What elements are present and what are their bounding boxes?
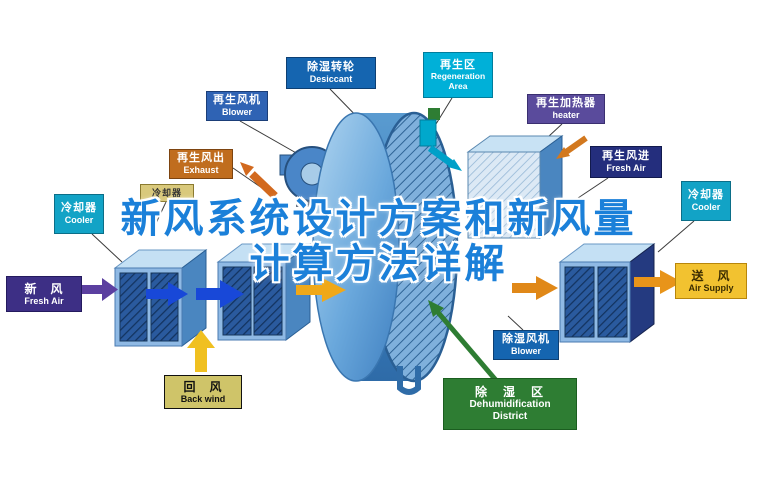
label-regen-fresh-en: Fresh Air (606, 163, 646, 174)
label-cooler-right: 冷却器 Cooler (681, 181, 731, 221)
label-back-wind-en: Back wind (180, 393, 226, 404)
ahu-unit-left (113, 249, 208, 347)
exhaust-arrow (240, 162, 254, 176)
label-fresh-air: 新 风 Fresh Air (6, 276, 82, 312)
label-air-supply-zh: 送 风 (691, 268, 731, 283)
label-regen-area: 再生区 Regeneration Area (423, 52, 493, 98)
wheel-bracket (397, 366, 421, 395)
label-dehum-district-en1: Dehumidification (469, 399, 551, 411)
blue-arrow-2 (196, 280, 244, 308)
label-cooler-small: 冷却器 (140, 184, 194, 202)
label-exhaust: 再生风出 Exhaust (169, 149, 233, 179)
label-cooler-right-zh: 冷却器 (688, 189, 724, 202)
fresh-air-arrow (76, 278, 118, 301)
page-title: 新风系统设计方案和新风量 计算方法详解 (0, 197, 757, 287)
label-regen-fresh-zh: 再生风进 (602, 150, 650, 163)
label-desiccant-zh: 除湿转轮 (307, 61, 355, 74)
page-title-line2: 计算方法详解 (249, 241, 508, 286)
label-cooler-left: 冷却器 Cooler (54, 194, 104, 234)
label-regen-heater-en: heater (552, 110, 580, 121)
yellow-arrow-mid (296, 278, 346, 302)
label-regen-blower: 再生风机 Blower (206, 91, 268, 121)
label-cooler-left-zh: 冷却器 (61, 202, 97, 215)
label-dehum-blower-en: Blower (510, 346, 541, 357)
regen-unit (466, 135, 564, 239)
label-air-supply-en: Air Supply (688, 282, 734, 293)
label-cooler-right-en: Cooler (691, 202, 721, 213)
label-dehum-blower: 除湿风机 Blower (493, 330, 559, 360)
orange-arrow-1 (512, 276, 558, 300)
label-exhaust-zh: 再生风出 (177, 152, 225, 165)
orange-arrow-supply (634, 270, 682, 294)
label-regen-area-zh: 再生区 (440, 58, 476, 71)
label-back-wind: 回 风 Back wind (164, 375, 242, 409)
label-regen-heater: 再生加热器 heater (527, 94, 605, 124)
label-dehum-district: 除 湿 区 Dehumidification District (443, 378, 577, 430)
label-back-wind-zh: 回 风 (183, 379, 223, 394)
wheel-green-tab (428, 108, 440, 120)
label-fresh-air-zh: 新 风 (24, 281, 64, 296)
dehum-zone-arrow (428, 300, 444, 317)
duct-block (419, 119, 437, 147)
label-regen-blower-zh: 再生风机 (213, 94, 261, 107)
label-desiccant-en: Desiccant (309, 74, 353, 85)
label-dehum-blower-zh: 除湿风机 (502, 333, 550, 346)
heater-arrow (556, 147, 570, 159)
flow-arrows (76, 135, 682, 394)
page-title-line1: 新风系统设计方案和新风量 (120, 197, 637, 241)
ahu-unit-right (558, 243, 656, 343)
label-dehum-district-zh: 除 湿 区 (474, 385, 545, 400)
label-regen-fresh-air: 再生风进 Fresh Air (590, 146, 662, 178)
label-desiccant: 除湿转轮 Desiccant (286, 57, 376, 89)
label-regen-heater-zh: 再生加热器 (536, 97, 596, 110)
label-dehum-district-en2: District (492, 411, 528, 423)
cyan-arrow (448, 159, 462, 171)
label-fresh-air-en: Fresh Air (24, 295, 64, 306)
label-cooler-small-zh: 冷却器 (151, 187, 182, 198)
blue-arrow-1 (146, 282, 188, 306)
label-exhaust-en: Exhaust (183, 165, 219, 176)
label-cooler-left-en: Cooler (64, 215, 94, 226)
label-regen-blower-en: Blower (221, 107, 252, 118)
label-regen-area-en: Regeneration Area (430, 71, 486, 92)
label-air-supply: 送 风 Air Supply (675, 263, 747, 299)
return-air-arrow (187, 330, 215, 372)
leader-lines (91, 88, 695, 331)
